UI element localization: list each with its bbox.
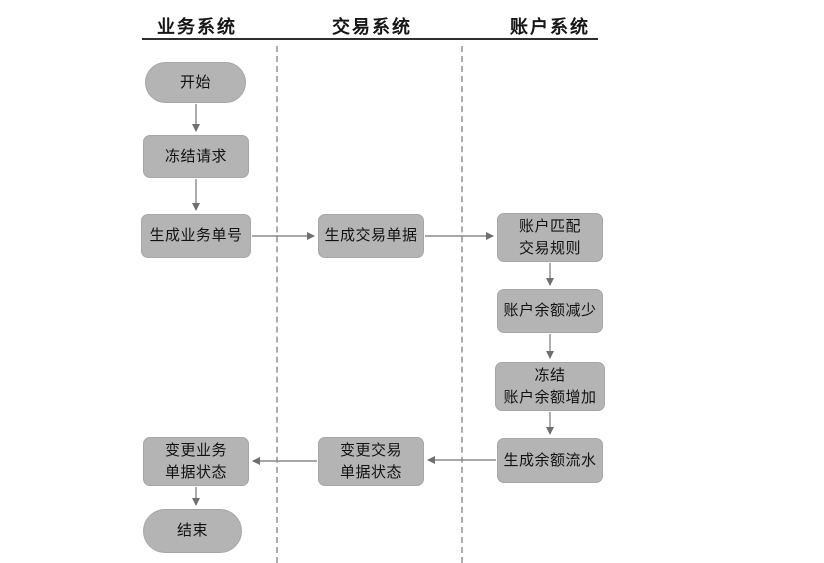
node-end: 结束 <box>143 509 242 553</box>
lane-title-business-system: 业务系统 <box>157 17 237 37</box>
node-change-trade-document-status: 变更交易 单据状态 <box>318 437 424 486</box>
node-generate-business-order-number: 生成业务单号 <box>141 214 251 258</box>
lane-title-transaction-system: 交易系统 <box>332 17 412 37</box>
node-change-business-document-status: 变更业务 单据状态 <box>143 437 249 486</box>
node-generate-transaction-document: 生成交易单据 <box>318 214 424 258</box>
lane-title-account-system: 账户系统 <box>510 17 590 37</box>
header-underline <box>142 38 598 40</box>
node-freeze-request: 冻结请求 <box>143 135 249 178</box>
lane-divider-2 <box>461 46 463 563</box>
node-account-balance-decrease: 账户余额减少 <box>497 289 603 333</box>
lane-divider-1 <box>276 46 278 563</box>
node-start: 开始 <box>145 62 246 103</box>
node-freeze-balance-increase: 冻结 账户余额增加 <box>495 362 605 411</box>
node-account-match-trade-rules: 账户匹配 交易规则 <box>497 213 603 262</box>
node-generate-balance-flow: 生成余额流水 <box>497 438 603 483</box>
